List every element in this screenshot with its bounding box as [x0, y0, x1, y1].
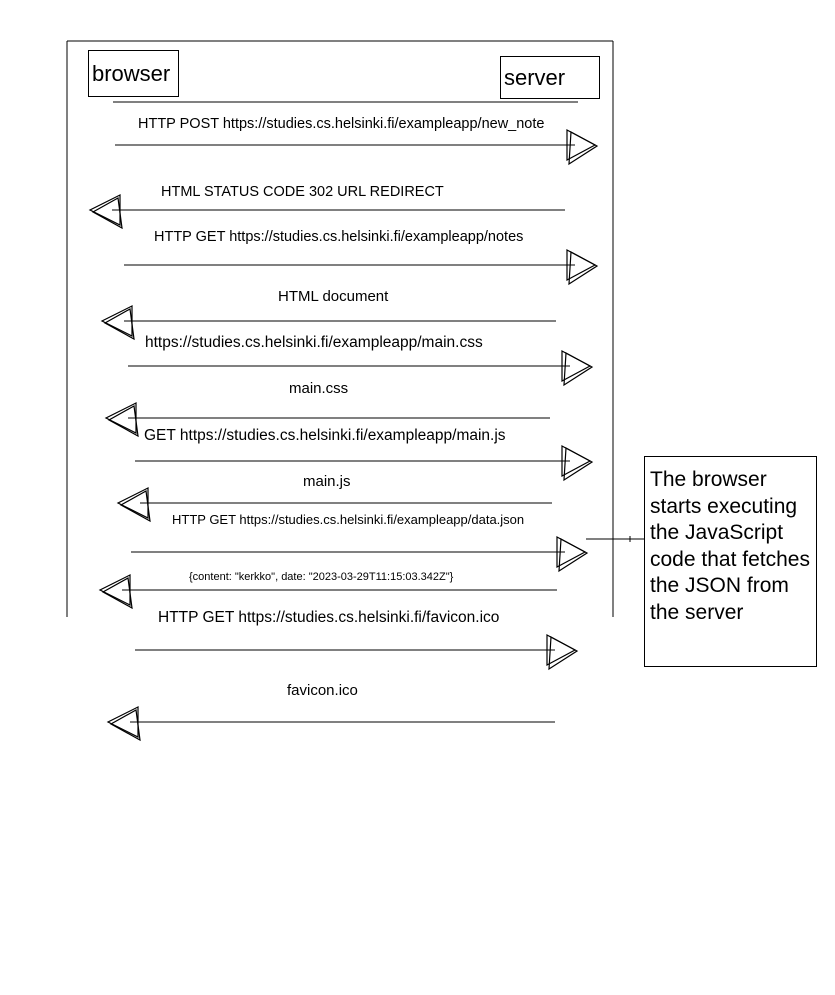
arrowhead-1-sketch	[568, 131, 599, 166]
arrowhead-7-sketch	[563, 447, 594, 482]
message-label-2: HTML STATUS CODE 302 URL REDIRECT	[161, 184, 444, 200]
message-label-7: GET https://studies.cs.helsinki.fi/examp…	[144, 427, 506, 444]
message-label-11: HTTP GET https://studies.cs.helsinki.fi/…	[158, 609, 500, 626]
arrowhead-2-sketch	[91, 197, 123, 230]
message-label-3: HTTP GET https://studies.cs.helsinki.fi/…	[154, 229, 524, 245]
arrowhead-12-sketch	[109, 709, 141, 742]
message-label-8: main.js	[303, 473, 351, 490]
server-participant: server	[500, 56, 600, 99]
arrowhead-5-sketch	[563, 352, 594, 387]
message-label-12: favicon.ico	[287, 682, 358, 699]
message-label-6: main.css	[289, 380, 349, 397]
arrowhead-9-sketch	[558, 538, 589, 573]
message-label-9: HTTP GET https://studies.cs.helsinki.fi/…	[172, 512, 525, 527]
arrowhead-11-sketch	[548, 636, 579, 671]
arrowhead-6-sketch	[107, 405, 139, 438]
message-label-1: HTTP POST https://studies.cs.helsinki.fi…	[138, 116, 545, 132]
arrowhead-10-sketch	[101, 577, 133, 610]
note-box: The browser starts executing the JavaScr…	[644, 456, 817, 667]
message-label-10: {content: "kerkko", date: "2023-03-29T11…	[189, 571, 454, 583]
arrowhead-4-sketch	[103, 308, 135, 341]
arrowhead-8-sketch	[119, 490, 151, 523]
message-label-4: HTML document	[278, 288, 389, 305]
arrowhead-3-sketch	[568, 251, 599, 286]
message-label-5: https://studies.cs.helsinki.fi/exampleap…	[145, 334, 483, 351]
browser-participant: browser	[88, 50, 179, 97]
